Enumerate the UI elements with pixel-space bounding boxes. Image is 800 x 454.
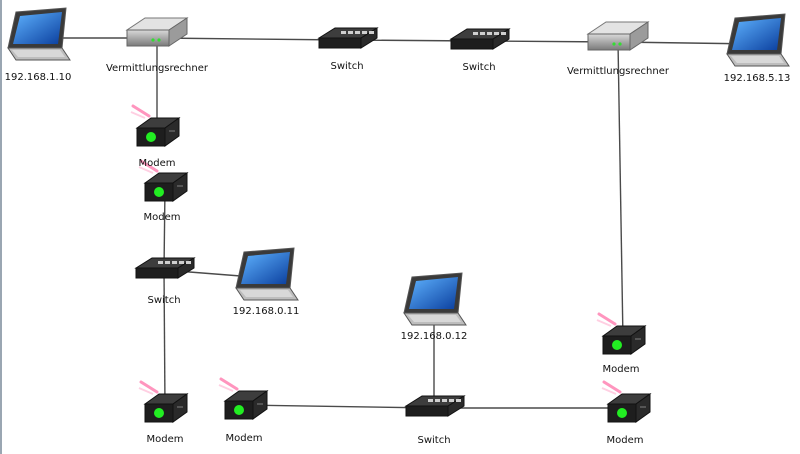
laptop-d-label: 192.168.0.12 <box>400 331 468 342</box>
link-modem_4-switch_b <box>244 404 435 409</box>
switch-t1-label: Switch <box>330 61 364 72</box>
router-icon[interactable] <box>125 17 189 47</box>
modem-1-label: Modem <box>138 158 176 169</box>
switch-l-label: Switch <box>147 295 181 306</box>
laptop-icon[interactable] <box>7 7 71 61</box>
links-layer <box>38 37 758 409</box>
switch-t2-label: Switch <box>462 62 496 73</box>
switch-icon[interactable] <box>449 28 511 50</box>
modem-icon[interactable] <box>596 312 647 355</box>
router-a-label: Vermittlungsrechner <box>105 63 209 74</box>
link-router_b-modem_5 <box>617 41 624 341</box>
modem-icon[interactable] <box>218 377 269 420</box>
laptop-icon[interactable] <box>403 272 467 326</box>
link-router_a-switch_t1 <box>156 37 348 41</box>
switch-b-label: Switch <box>417 435 451 446</box>
laptop-icon[interactable] <box>235 247 299 301</box>
switch-icon[interactable] <box>317 27 379 49</box>
laptop-a-label: 192.168.1.10 <box>4 72 72 83</box>
laptop-b-label: 192.168.5.13 <box>723 73 791 84</box>
laptop-icon[interactable] <box>726 13 790 67</box>
laptop-c-label: 192.168.0.11 <box>232 306 300 317</box>
window-left-edge <box>0 0 2 454</box>
switch-icon[interactable] <box>134 257 196 279</box>
switch-icon[interactable] <box>404 395 466 417</box>
modem-6-label: Modem <box>606 435 644 446</box>
modem-icon[interactable] <box>601 380 652 423</box>
modem-2-label: Modem <box>143 212 181 223</box>
modem-icon[interactable] <box>138 159 189 202</box>
modem-icon[interactable] <box>130 104 181 147</box>
router-icon[interactable] <box>586 21 650 51</box>
modem-icon[interactable] <box>138 380 189 423</box>
modem-5-label: Modem <box>602 364 640 375</box>
devices-layer <box>7 7 790 423</box>
modem-3-label: Modem <box>146 434 184 445</box>
modem-4-label: Modem <box>225 433 263 444</box>
router-b-label: Vermittlungsrechner <box>566 66 670 77</box>
link-switch_l-modem_3 <box>163 269 166 409</box>
